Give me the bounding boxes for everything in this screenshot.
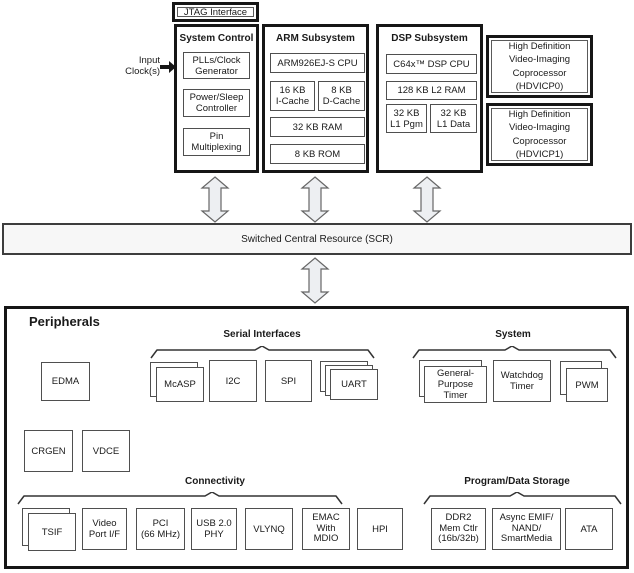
power-sleep-controller-box: Power/Sleep Controller [183, 89, 250, 117]
vlynq-box: VLYNQ [245, 508, 293, 550]
async-emif-box: Async EMIF/ NAND/ SmartMedia [492, 508, 561, 550]
system-control-title: System Control [179, 33, 254, 44]
arm-dcache-label: 8 KB D-Cache [322, 85, 361, 107]
mcasp-stack: McASP [150, 362, 205, 403]
hdvicp1-box: High Definition Video-Imaging Coprocesso… [486, 103, 593, 166]
tsif-stack: TSIF [22, 508, 77, 552]
i2c-box: I2C [209, 360, 257, 402]
arm-subsystem-box: ARM Subsystem ARM926EJ-S CPU 16 KB I-Cac… [262, 24, 369, 173]
pwm-stack: PWM [560, 361, 609, 403]
program-data-storage-label: Program/Data Storage [464, 476, 570, 487]
hpi-label: HPI [372, 523, 388, 535]
system-group-label: System [495, 329, 531, 340]
pll-clock-generator-box: PLLs/Clock Generator [183, 52, 250, 79]
dsp-l1data-label: 32 KB L1 Data [436, 107, 471, 130]
pll-clock-generator-label: PLLs/Clock Generator [192, 54, 241, 77]
tsif-box: TSIF [28, 513, 76, 551]
pci-label: PCI (66 MHz) [140, 518, 181, 540]
arm-ram-box: 32 KB RAM [270, 117, 365, 137]
mcasp-label: McASP [164, 379, 196, 390]
arm-dcache-box: 8 KB D-Cache [318, 81, 365, 111]
hdvicp0-box: High Definition Video-Imaging Coprocesso… [486, 35, 593, 98]
ddr2-box: DDR2 Mem Ctlr (16b/32b) [431, 508, 486, 550]
spi-label: SPI [280, 375, 297, 387]
watchdog-timer-label: Watchdog Timer [500, 370, 544, 392]
jtag-interface-box: JTAG Interface [172, 2, 259, 22]
hpi-box: HPI [357, 508, 403, 550]
i2c-label: I2C [225, 375, 241, 387]
pwm-label: PWM [575, 379, 599, 391]
mcasp-box: McASP [156, 367, 204, 402]
peripherals-title: Peripherals [29, 314, 100, 329]
system-control-scr-arrow-icon [200, 176, 230, 223]
dsp-l1pgm-label: 32 KB L1 Pgm [390, 107, 423, 130]
ata-box: ATA [565, 508, 613, 550]
ata-label: ATA [580, 523, 598, 535]
emac-label: EMAC With MDIO [312, 512, 340, 545]
dsp-scr-arrow-icon [412, 176, 442, 223]
uart-box: UART [330, 369, 378, 400]
dsp-cpu-box: C64x™ DSP CPU [386, 54, 477, 74]
gp-timer-stack: General- Purpose Timer [419, 360, 488, 404]
video-port-box: Video Port I/F [82, 508, 127, 550]
dsp-l1data-box: 32 KB L1 Data [430, 104, 477, 133]
connectivity-label: Connectivity [184, 476, 245, 487]
edma-box: EDMA [41, 362, 90, 401]
dsp-l2ram-box: 128 KB L2 RAM [386, 81, 477, 100]
arm-cpu-box: ARM926EJ-S CPU [270, 53, 365, 73]
watchdog-timer-box: Watchdog Timer [493, 360, 551, 402]
dsp-l1pgm-box: 32 KB L1 Pgm [386, 104, 427, 133]
pci-box: PCI (66 MHz) [136, 508, 185, 550]
pwm-box: PWM [566, 368, 608, 402]
vdce-box: VDCE [82, 430, 130, 472]
gp-timer-label: General- Purpose Timer [437, 368, 474, 401]
pin-multiplexing-box: Pin Multiplexing [183, 128, 250, 156]
peripherals-box: Peripherals EDMA Serial Interfaces McASP… [4, 306, 629, 569]
serial-interfaces-label: Serial Interfaces [223, 329, 301, 340]
dsp-cpu-label: C64x™ DSP CPU [393, 58, 470, 70]
edma-label: EDMA [51, 376, 80, 387]
arm-rom-label: 8 KB ROM [294, 148, 341, 160]
gp-timer-box: General- Purpose Timer [424, 366, 487, 403]
system-control-box: System Control PLLs/Clock Generator Powe… [174, 24, 259, 173]
arm-icache-box: 16 KB I-Cache [270, 81, 315, 111]
serial-interfaces-brace [150, 346, 375, 359]
scr-peripherals-arrow-icon [300, 257, 330, 304]
arm-ram-label: 32 KB RAM [292, 121, 343, 133]
vdce-label: VDCE [92, 445, 120, 457]
usb-phy-label: USB 2.0 PHY [196, 518, 232, 540]
arm-cpu-label: ARM926EJ-S CPU [277, 57, 358, 69]
program-data-storage-brace [423, 492, 622, 505]
input-clock-arrow-icon [160, 61, 176, 73]
scr-label: Switched Central Resource (SCR) [241, 233, 393, 245]
arm-scr-arrow-icon [300, 176, 330, 223]
spi-box: SPI [265, 360, 312, 402]
pin-multiplexing-label: Pin Multiplexing [191, 131, 242, 153]
uart-stack: UART [320, 361, 379, 402]
arm-rom-box: 8 KB ROM [270, 144, 365, 164]
input-clock-label: Input Clock(s) [125, 55, 160, 77]
dsp-l2ram-label: 128 KB L2 RAM [397, 85, 466, 96]
arm-icache-label: 16 KB I-Cache [275, 85, 310, 107]
dsp-subsystem-title: DSP Subsystem [391, 33, 468, 44]
connectivity-brace [17, 492, 343, 505]
usb-phy-box: USB 2.0 PHY [191, 508, 237, 550]
emac-box: EMAC With MDIO [302, 508, 350, 550]
video-port-label: Video Port I/F [88, 518, 121, 540]
dsp-subsystem-box: DSP Subsystem C64x™ DSP CPU 128 KB L2 RA… [376, 24, 483, 173]
hdvicp0-label: High Definition Video-Imaging Coprocesso… [508, 40, 571, 93]
arm-subsystem-title: ARM Subsystem [276, 33, 355, 44]
uart-label: UART [341, 379, 367, 390]
ddr2-label: DDR2 Mem Ctlr (16b/32b) [438, 512, 479, 545]
jtag-interface-label: JTAG Interface [183, 6, 248, 18]
hdvicp1-label: High Definition Video-Imaging Coprocesso… [508, 108, 571, 161]
system-group-brace [412, 346, 617, 359]
async-emif-label: Async EMIF/ NAND/ SmartMedia [499, 512, 554, 545]
tsif-label: TSIF [41, 526, 63, 538]
vlynq-label: VLYNQ [253, 523, 285, 535]
scr-bar: Switched Central Resource (SCR) [2, 223, 632, 255]
crgen-box: CRGEN [24, 430, 73, 472]
crgen-label: CRGEN [31, 445, 66, 457]
power-sleep-controller-label: Power/Sleep Controller [189, 92, 244, 114]
